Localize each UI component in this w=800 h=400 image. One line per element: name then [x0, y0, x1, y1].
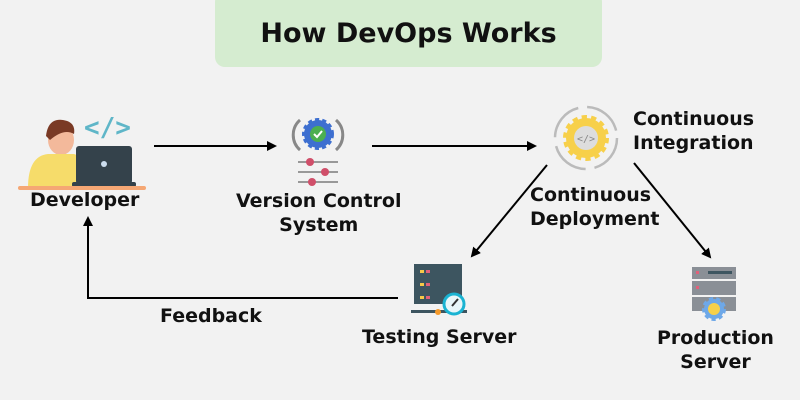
ci-label-line1: Continuous	[633, 108, 755, 130]
feedback-label: Feedback	[160, 305, 262, 327]
vcs-label-line2: System	[279, 214, 359, 236]
vcs-icon	[291, 118, 345, 186]
svg-text:</>: </>	[577, 134, 595, 145]
production-server-icon	[692, 267, 736, 321]
testing-server-label: Testing Server	[362, 326, 517, 348]
developer-icon: </>	[18, 113, 146, 190]
ci-cycle-icon: </>	[553, 105, 619, 171]
svg-text:</>: </>	[84, 113, 131, 143]
cd-label-line2: Deployment	[530, 208, 660, 230]
testing-server-icon	[411, 264, 467, 316]
vcs-label-line1: Version Control	[236, 190, 402, 212]
cd-label-line1: Continuous	[530, 184, 652, 206]
arrow-feedback	[83, 216, 398, 299]
arrow-ci-to-production	[633, 162, 712, 259]
developer-label: Developer	[30, 189, 140, 211]
arrow-ci-to-testing	[470, 164, 548, 258]
page-title: How DevOps Works	[260, 18, 557, 49]
ci-label-line2: Integration	[633, 132, 754, 154]
title-banner: How DevOps Works	[215, 0, 602, 67]
production-label-line2: Server	[680, 351, 751, 373]
production-label-line1: Production	[657, 327, 774, 349]
